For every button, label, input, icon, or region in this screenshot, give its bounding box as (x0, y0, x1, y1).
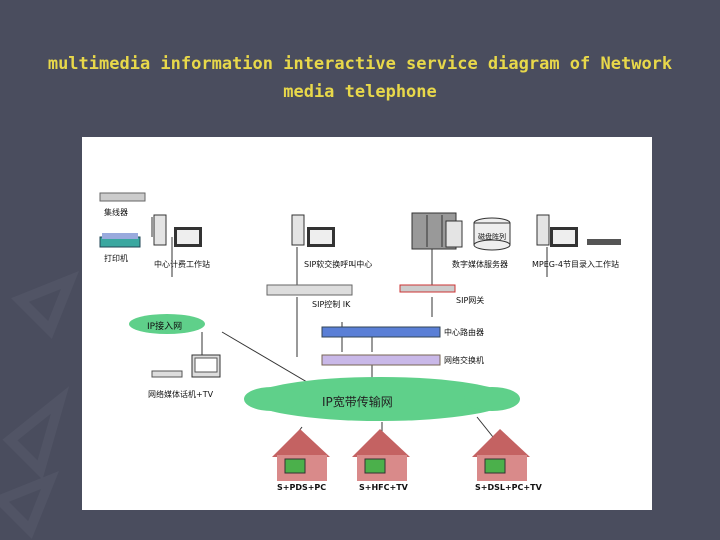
hub-label: 集线器 (104, 208, 128, 217)
mpeg-workstation-icon (536, 214, 621, 247)
network-switch-label: 网络交换机 (444, 356, 484, 365)
diagram-canvas (99, 192, 621, 481)
mpeg-workstation-label: MPEG-4节目录入工作站 (532, 260, 619, 269)
media-server-icon (411, 212, 463, 250)
media-phone-label: 网络媒体话机+TV (148, 390, 214, 399)
ip-access-label: IP接入网 (147, 322, 183, 332)
ip-broadband-cloud (244, 377, 520, 421)
house-1-label: S+PDS+PC (277, 483, 327, 492)
media-phone-icon (151, 354, 221, 378)
billing-workstation-icon (153, 214, 202, 247)
sip-gateway-device (399, 284, 456, 293)
center-router-label: 中心路由器 (444, 328, 484, 337)
sip-gateway-label: SIP网关 (456, 296, 485, 305)
sip-softswitch-label: SIP软交换呼叫中心 (304, 260, 373, 269)
disk-array-icon (473, 217, 511, 251)
disk-array-label: 磁盘阵列 (478, 233, 506, 241)
sip-softswitch-icon (291, 214, 335, 247)
slide-title: multimedia information interactive servi… (47, 54, 673, 102)
sip-controller-label: SIP控制 IK (312, 300, 351, 309)
house-2-icon (352, 429, 410, 481)
ip-network-label: IP宽带传输网 (322, 395, 393, 409)
network-switch-device (321, 354, 441, 366)
ip-access-cloud (129, 314, 205, 334)
media-server-label: 数字媒体服务器 (452, 260, 508, 269)
house-2-label: S+HFC+TV (359, 483, 408, 492)
house-3-icon (472, 429, 530, 481)
house-3-label: S+DSL+PC+TV (475, 483, 542, 492)
house-1-icon (272, 429, 330, 481)
network-diagram: 集线器 打印机 中心计费工作站 SIP软交换呼叫中心 数字媒体服务器 磁盘阵列 … (82, 137, 652, 510)
hub-device (99, 192, 146, 202)
sip-controller-device (266, 284, 353, 296)
printer-label: 打印机 (104, 254, 128, 263)
printer-icon (99, 233, 141, 248)
center-router-device (321, 326, 441, 338)
billing-workstation-label: 中心计费工作站 (154, 260, 210, 269)
